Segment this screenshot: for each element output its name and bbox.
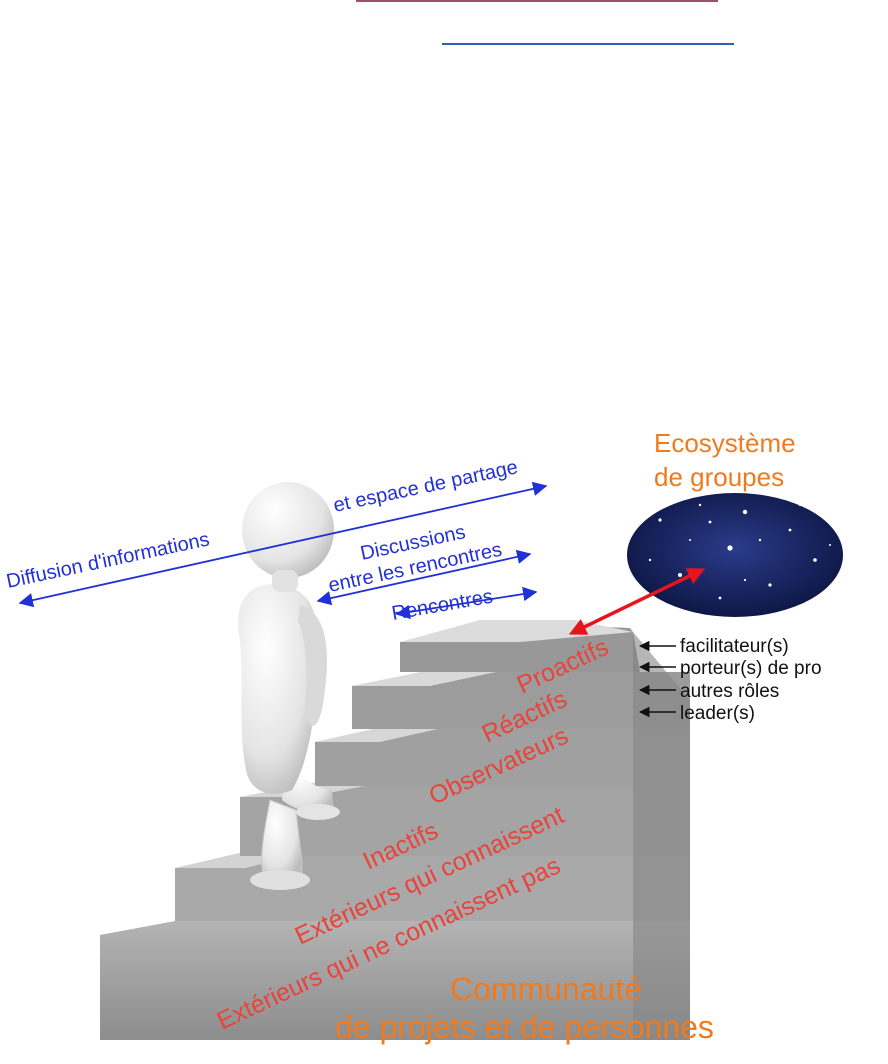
ecosystem-title-1: Ecosystème [654, 428, 796, 458]
community-title-2: de projets et de personnes [335, 1009, 714, 1045]
stair-riser-3 [240, 785, 690, 856]
role-leader: leader(s) [680, 703, 755, 724]
label-rencontres: Rencontres [390, 585, 495, 624]
ecosystem-title-2: de groupes [654, 462, 784, 492]
rencontres-arrow [395, 586, 538, 620]
role-autres: autres rôles [680, 681, 779, 702]
stars-ellipse-icon [627, 493, 843, 617]
stair-edge-shade [633, 632, 690, 1040]
stair-riser-2 [175, 855, 690, 921]
stair-tread-5 [352, 668, 515, 686]
stair-riser-1 [100, 920, 690, 1040]
role-facilitateur: facilitateur(s) [680, 636, 789, 657]
top-pink-rule [356, 0, 718, 2]
staircase [100, 620, 690, 1040]
roles-list: facilitateur(s) porteur(s) de pro autres… [638, 636, 822, 724]
top-blue-rule [442, 43, 734, 45]
diffusion-arrow [18, 481, 548, 608]
roles-clip-mask [840, 630, 888, 690]
stair-riser-4 [315, 728, 690, 786]
community-title-1: Communauté [450, 971, 642, 1007]
role-porteur: porteur(s) de pro [680, 658, 822, 679]
discussions-arrow [316, 549, 532, 606]
label-partage: et espace de partage [331, 456, 519, 517]
link-arrow [568, 568, 706, 635]
stair-riser-5 [352, 672, 690, 729]
